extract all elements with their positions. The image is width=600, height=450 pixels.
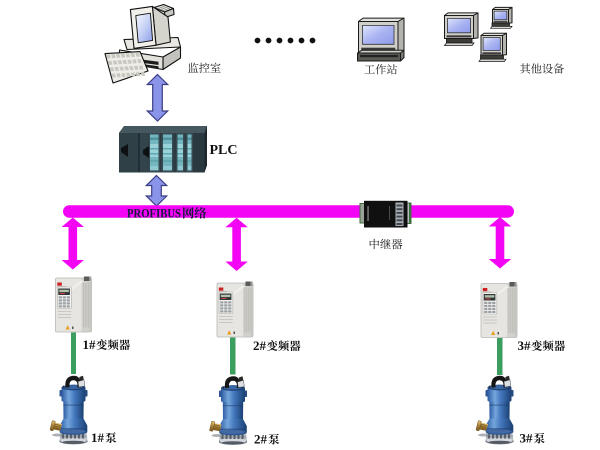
svg-text:3#: 3# — [520, 431, 534, 446]
svg-text:1#: 1# — [91, 430, 105, 445]
svg-text:PROFIBUS: PROFIBUS — [127, 206, 181, 221]
svg-text:PLC: PLC — [210, 143, 238, 158]
svg-text:1#: 1# — [83, 337, 97, 352]
svg-text:2#: 2# — [254, 432, 268, 447]
svg-text:2#: 2# — [253, 338, 267, 353]
svg-text:3#: 3# — [518, 338, 532, 353]
